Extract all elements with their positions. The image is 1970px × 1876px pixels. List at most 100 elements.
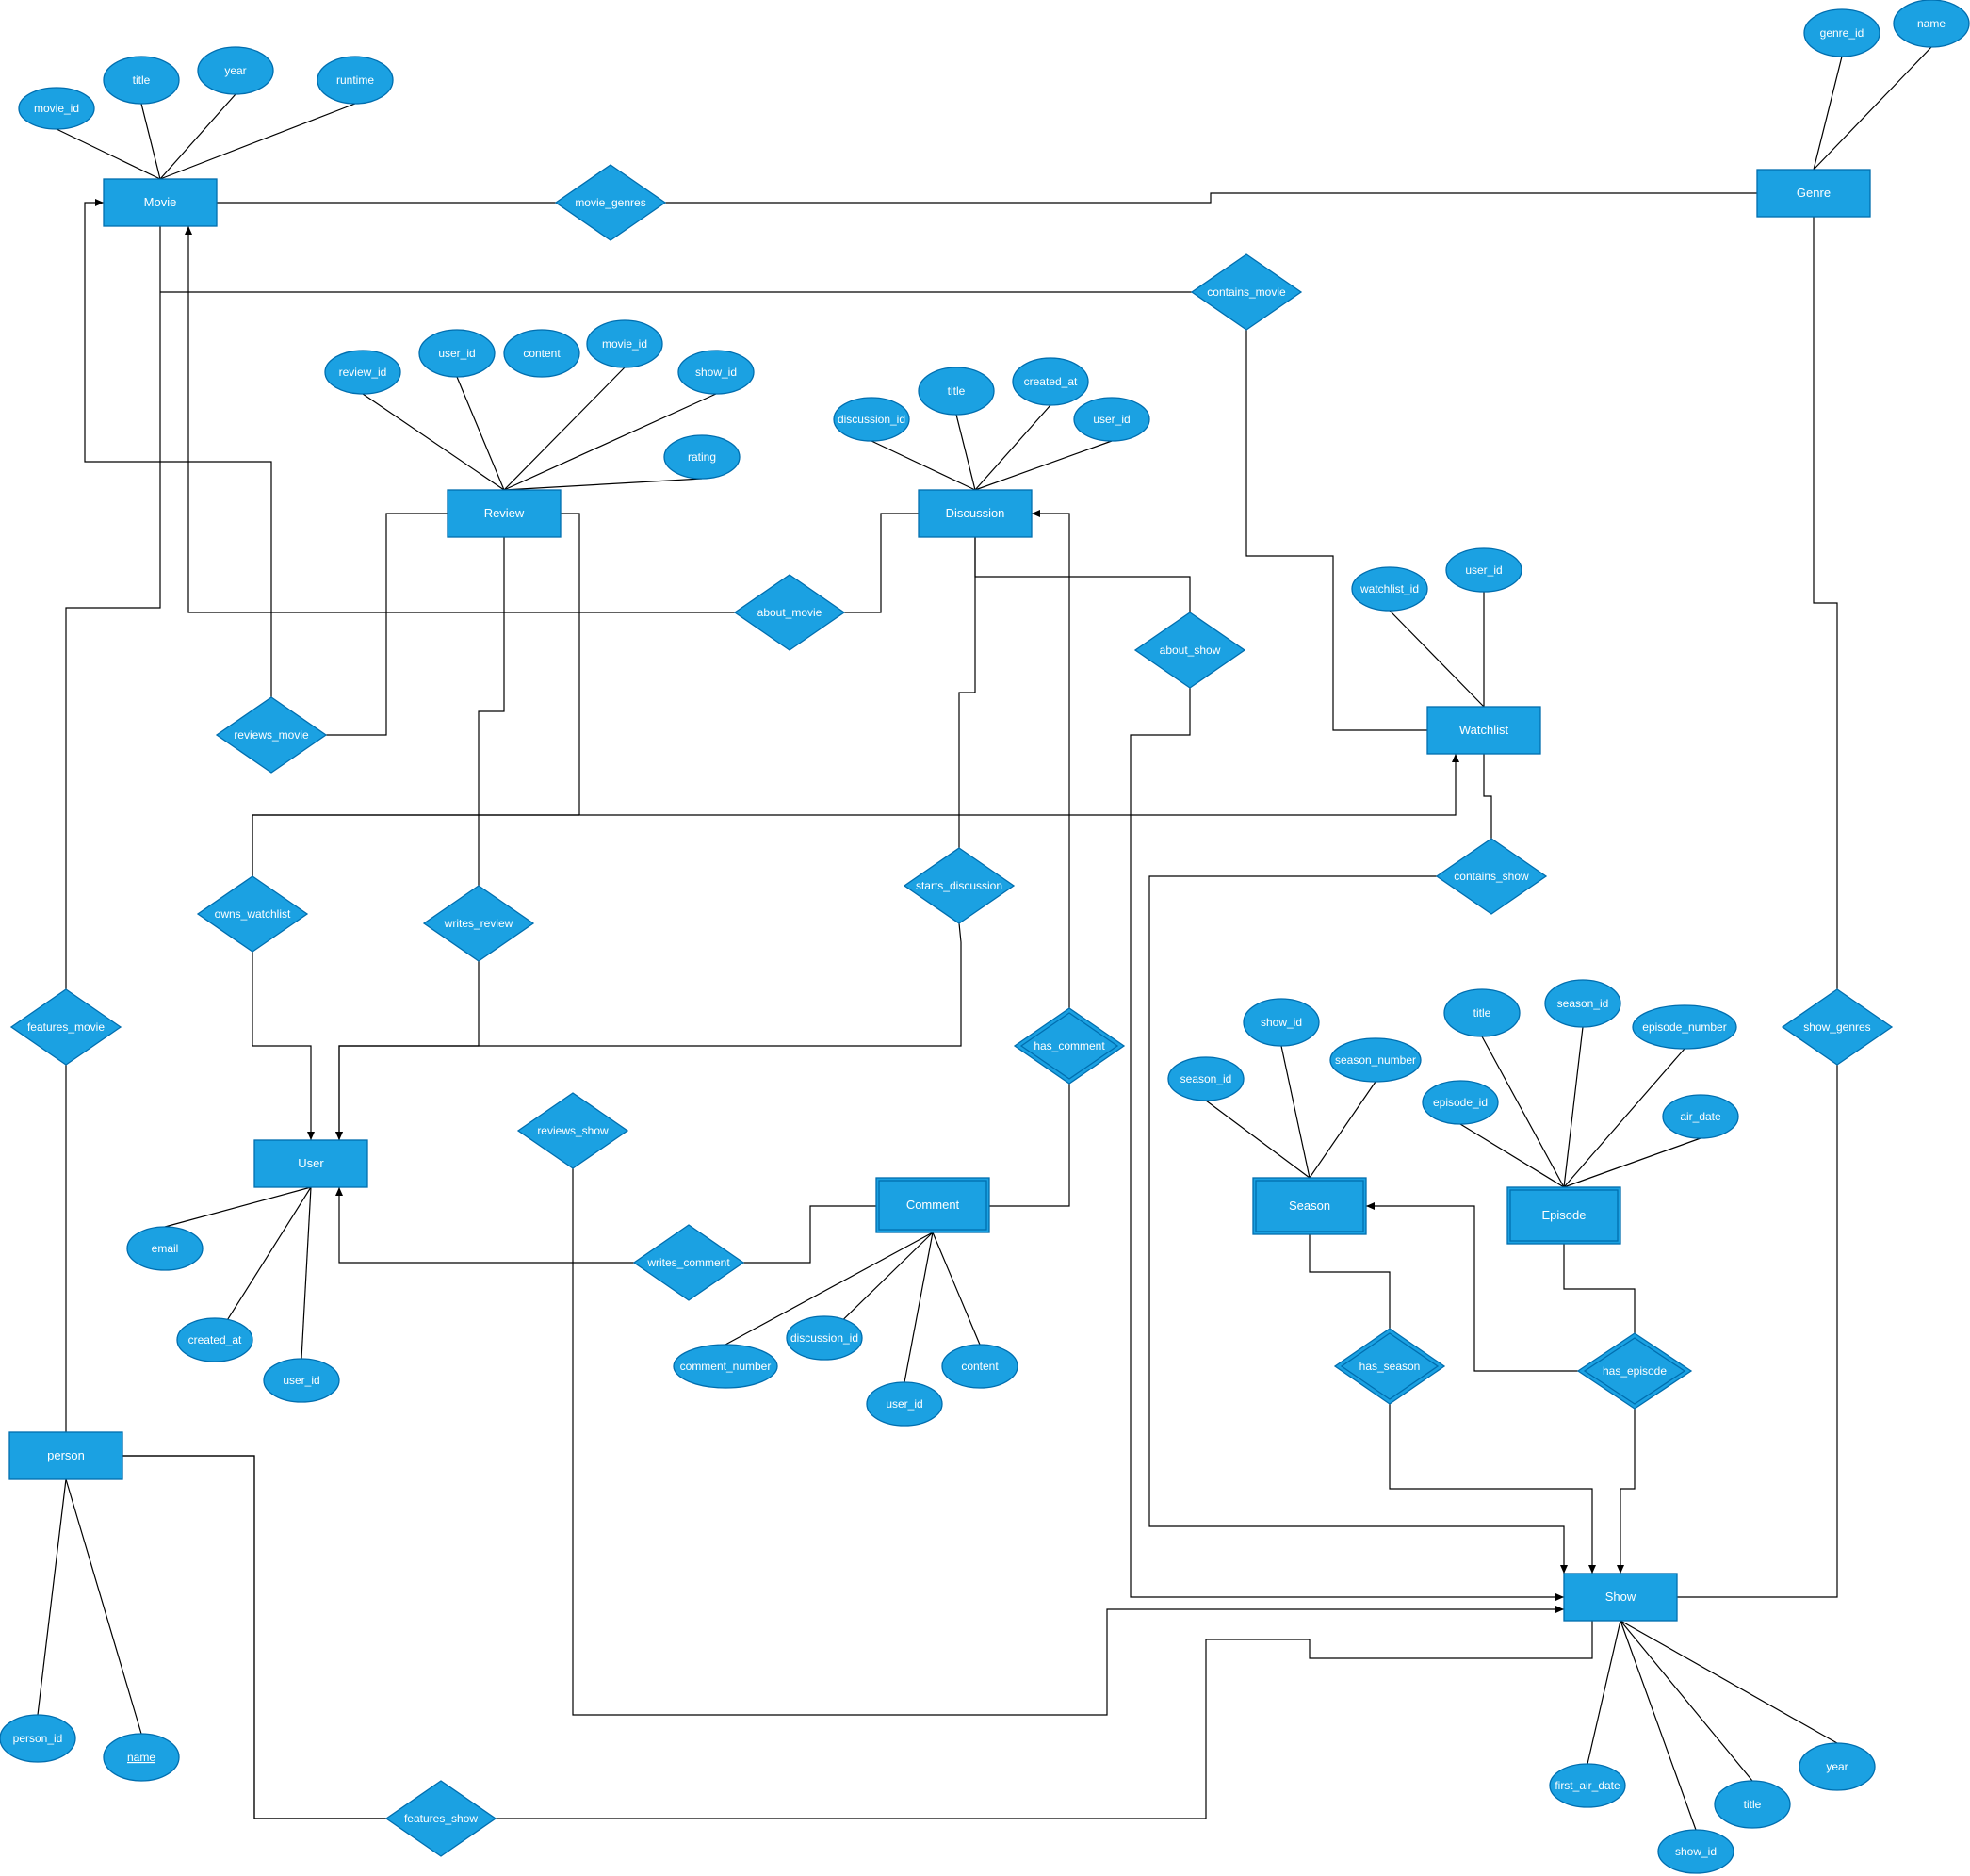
attribute-ep-title[interactable]: title xyxy=(1443,988,1521,1037)
attribute-label: name xyxy=(127,1751,155,1764)
attribute-label: title xyxy=(948,384,966,398)
attribute-label: season_id xyxy=(1180,1072,1232,1085)
entity-genre[interactable]: Genre xyxy=(1756,169,1871,218)
attribute-genre-genre-id[interactable]: genre_id xyxy=(1803,8,1880,57)
attribute-label: air_date xyxy=(1680,1110,1721,1123)
relationship-diamond xyxy=(1333,1328,1446,1405)
attribute-disc-title[interactable]: title xyxy=(918,367,995,416)
entity-comment[interactable]: Comment xyxy=(875,1177,990,1233)
attribute-review-content[interactable]: content xyxy=(503,329,580,378)
attribute-movie-title[interactable]: title xyxy=(103,56,180,105)
attribute-ep-season-id[interactable]: season_id xyxy=(1544,979,1621,1028)
attribute-ellipse xyxy=(1012,357,1089,406)
attribute-person-name[interactable]: name xyxy=(103,1733,180,1782)
relationship-has-comment[interactable]: has_comment xyxy=(1013,1007,1126,1085)
attribute-ep-episode-id[interactable]: episode_id xyxy=(1422,1080,1499,1125)
attribute-ep-episode-number[interactable]: episode_number xyxy=(1632,1004,1737,1050)
attribute-user-user-id[interactable]: user_id xyxy=(263,1358,340,1403)
relationship-contains-movie[interactable]: contains_movie xyxy=(1190,253,1303,331)
attribute-show-show-id[interactable]: show_id xyxy=(1657,1829,1734,1874)
entity-watchlist[interactable]: Watchlist xyxy=(1426,706,1541,755)
attribute-label: title xyxy=(1473,1006,1491,1020)
attribute-movie-movie-id[interactable]: movie_id xyxy=(18,87,95,130)
attribute-link-line xyxy=(974,440,1113,491)
attribute-link-line xyxy=(1481,1036,1565,1188)
attribute-review-movie-id[interactable]: movie_id xyxy=(586,319,663,368)
relationship-diamond xyxy=(516,1092,629,1169)
attribute-ellipse xyxy=(103,1733,180,1782)
relationship-label: starts_discussion xyxy=(916,879,1002,892)
identifying-inner-border xyxy=(1340,1332,1440,1400)
attribute-show-first-air-date[interactable]: first_air_date xyxy=(1549,1763,1626,1808)
relationship-movie-genres[interactable]: movie_genres xyxy=(554,164,667,241)
attribute-show-year[interactable]: year xyxy=(1799,1742,1876,1791)
entity-discussion[interactable]: Discussion xyxy=(918,489,1033,538)
relationship-show-genres[interactable]: show_genres xyxy=(1781,988,1894,1066)
relationship-arrow-line xyxy=(335,1187,634,1264)
attribute-link-line xyxy=(1620,1620,1697,1831)
attribute-review-show-id[interactable]: show_id xyxy=(677,350,755,395)
relationship-starts-discussion[interactable]: starts_discussion xyxy=(903,847,1016,924)
relationship-writes-review[interactable]: writes_review xyxy=(422,885,535,962)
attribute-link-line xyxy=(159,93,236,180)
attribute-user-created-at[interactable]: created_at xyxy=(176,1317,253,1362)
relationship-arrow-line xyxy=(572,1131,1564,1716)
attribute-season-season-number[interactable]: season_number xyxy=(1329,1037,1422,1083)
relationship-about-show[interactable]: about_show xyxy=(1133,612,1246,689)
entity-movie[interactable]: Movie xyxy=(103,178,218,227)
attribute-link-line xyxy=(1205,1100,1311,1179)
entity-person[interactable]: person xyxy=(8,1431,123,1480)
entity-show[interactable]: Show xyxy=(1563,1573,1678,1622)
entity-episode[interactable]: Episode xyxy=(1506,1186,1621,1245)
relationship-diamond xyxy=(733,574,846,651)
relationship-reviews-show[interactable]: reviews_show xyxy=(516,1092,629,1169)
attribute-ellipse xyxy=(324,350,401,395)
attribute-review-review-id[interactable]: review_id xyxy=(324,350,401,395)
entity-review[interactable]: Review xyxy=(447,489,562,538)
relationship-has-season[interactable]: has_season xyxy=(1333,1328,1446,1405)
attribute-label: user_id xyxy=(438,347,475,360)
attribute-user-email[interactable]: email xyxy=(126,1226,204,1271)
attribute-com-comment-number[interactable]: comment_number xyxy=(673,1344,778,1389)
relationship-about-movie[interactable]: about_movie xyxy=(733,574,846,651)
attribute-review-rating[interactable]: rating xyxy=(663,434,741,480)
attribute-label: discussion_id xyxy=(790,1331,858,1345)
attribute-movie-year[interactable]: year xyxy=(197,46,274,95)
entity-user[interactable]: User xyxy=(253,1139,368,1188)
attribute-com-discussion-id[interactable]: discussion_id xyxy=(786,1315,863,1361)
attribute-label: show_id xyxy=(1261,1016,1302,1029)
attribute-com-content[interactable]: content xyxy=(941,1344,1018,1389)
entity-season[interactable]: Season xyxy=(1252,1177,1367,1235)
relationship-label: has_season xyxy=(1359,1360,1421,1373)
attribute-wl-user-id[interactable]: user_id xyxy=(1445,547,1522,593)
attribute-show-title[interactable]: title xyxy=(1714,1780,1791,1829)
attribute-season-show-id[interactable]: show_id xyxy=(1243,998,1320,1047)
attribute-person-person-id[interactable]: person_id xyxy=(0,1714,76,1763)
attribute-disc-user-id[interactable]: user_id xyxy=(1073,397,1150,442)
relationship-has-episode[interactable]: has_episode xyxy=(1576,1332,1693,1410)
attribute-movie-runtime[interactable]: runtime xyxy=(317,56,394,105)
attribute-review-user-id[interactable]: user_id xyxy=(418,329,496,378)
attribute-com-user-id[interactable]: user_id xyxy=(866,1381,943,1427)
relationship-contains-show[interactable]: contains_show xyxy=(1435,838,1548,915)
attribute-ep-air-date[interactable]: air_date xyxy=(1662,1094,1739,1139)
relationship-features-movie[interactable]: features_movie xyxy=(9,988,122,1066)
relationship-reviews-movie[interactable]: reviews_movie xyxy=(215,696,328,774)
attribute-season-season-id[interactable]: season_id xyxy=(1167,1056,1245,1101)
attribute-genre-name[interactable]: name xyxy=(1893,0,1970,48)
relationship-label: movie_genres xyxy=(575,196,645,209)
relationship-writes-comment[interactable]: writes_comment xyxy=(632,1224,745,1301)
attribute-disc-created-at[interactable]: created_at xyxy=(1012,357,1089,406)
attribute-ellipse xyxy=(503,329,580,378)
relationship-features-show[interactable]: features_show xyxy=(384,1780,497,1857)
attribute-disc-discussion-id[interactable]: discussion_id xyxy=(833,397,910,442)
attribute-link-line xyxy=(871,440,976,491)
identifying-inner-border xyxy=(1583,1337,1686,1405)
attribute-wl-watchlist-id[interactable]: watchlist_id xyxy=(1351,566,1428,612)
attribute-label: person_id xyxy=(13,1732,63,1745)
relationship-owns-watchlist[interactable]: owns_watchlist xyxy=(196,875,309,953)
relationship-arrow-line xyxy=(1389,1404,1596,1574)
attribute-link-line xyxy=(932,1232,981,1346)
attribute-ellipse xyxy=(317,56,394,105)
attribute-label: discussion_id xyxy=(838,413,905,426)
